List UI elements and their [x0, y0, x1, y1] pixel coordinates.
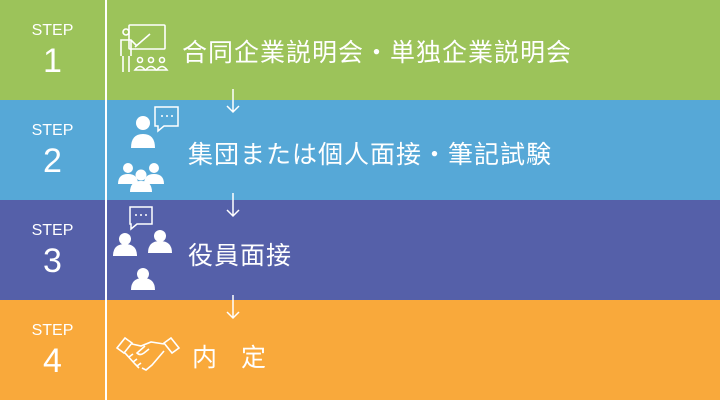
step-label: STEP — [31, 122, 74, 139]
step-4-row: STEP 4 内 定 — [0, 300, 720, 400]
step-number: 3 — [43, 242, 62, 280]
step-4-text: 内 定 — [192, 343, 274, 372]
step-1-text: 合同企業説明会・単独企業説明会 — [182, 38, 573, 67]
step-number: 2 — [43, 142, 62, 180]
step-3-text: 役員面接 — [188, 241, 293, 270]
handshake-icon — [115, 336, 181, 371]
arrow-down-icon — [226, 89, 240, 114]
step-1-badge: STEP 1 — [0, 0, 105, 100]
step-2-badge: STEP 2 — [0, 100, 105, 200]
arrow-down-icon — [226, 193, 240, 218]
presentation-icon — [120, 24, 169, 72]
step-2-row: STEP 2 集団または個人面接・筆記試験 — [0, 100, 720, 200]
step-label: STEP — [31, 322, 74, 339]
step-2-text: 集団または個人面接・筆記試験 — [188, 140, 553, 169]
step-4-badge: STEP 4 — [0, 300, 105, 400]
step-3-badge: STEP 3 — [0, 200, 105, 300]
divider-line — [105, 0, 107, 400]
step-number: 4 — [43, 342, 62, 380]
step-label: STEP — [31, 222, 74, 239]
arrow-down-icon — [226, 295, 240, 320]
step-3-row: STEP 3 役員面接 — [0, 200, 720, 300]
step-1-row: STEP 1 合同企業説明会・単独企業説明会 — [0, 0, 720, 100]
step-number: 1 — [43, 42, 62, 80]
group-chat-icon — [118, 106, 179, 192]
step-label: STEP — [31, 22, 74, 39]
interview-icon — [113, 206, 172, 290]
